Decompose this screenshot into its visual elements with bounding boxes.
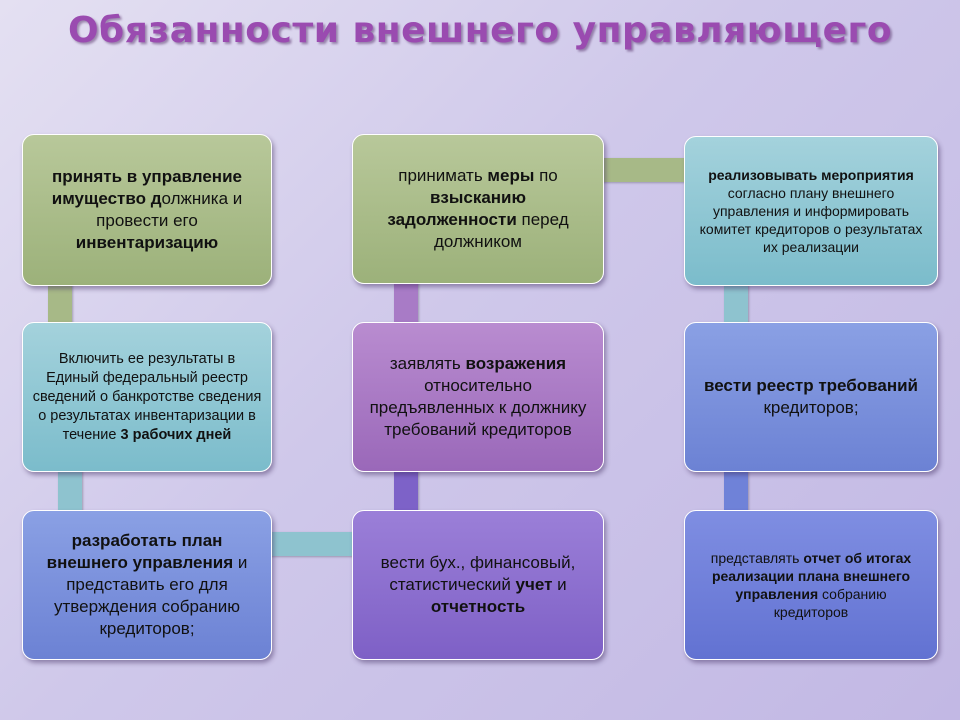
box-develop-plan-text: разработать план внешнего управления и п… bbox=[35, 530, 259, 640]
text: согласно плану внешнего управления и инф… bbox=[699, 185, 923, 255]
box-final-report: представлять отчет об итогах реализации … bbox=[684, 510, 938, 660]
box-debt-recovery: принимать меры по взысканию задолженност… bbox=[352, 134, 604, 284]
box-implement-measures-text: реализовывать мероприятия согласно плану… bbox=[695, 166, 927, 256]
text: кредиторов; bbox=[763, 398, 859, 417]
bold-text: меры bbox=[487, 166, 535, 185]
box-register-results: Включить ее результаты в Единый федераль… bbox=[22, 322, 272, 472]
bold-text: реализовывать мероприятия bbox=[708, 167, 914, 183]
connector-b3-b6 bbox=[268, 532, 358, 556]
text: перед должником bbox=[434, 210, 569, 251]
bold-text: учет bbox=[515, 575, 553, 594]
box-accept-property-text: принять в управление имущество должника … bbox=[35, 166, 259, 254]
bold-text: вести реестр требований bbox=[703, 376, 919, 395]
connector-b1-b2 bbox=[48, 280, 72, 330]
text: по bbox=[534, 166, 558, 185]
box-implement-measures: реализовывать мероприятия согласно плану… bbox=[684, 136, 938, 286]
bold-text: 3 рабочих дней bbox=[120, 426, 232, 443]
box-accounting-text: вести бух., финансовый, статистический у… bbox=[365, 552, 591, 618]
text: вести бух., финансовый, статистический bbox=[380, 553, 576, 594]
box-creditors-registry-text: вести реестр требований кредиторов; bbox=[697, 375, 925, 419]
bold-text: разработать план внешнего управления bbox=[46, 531, 234, 572]
box-creditors-registry: вести реестр требований кредиторов; bbox=[684, 322, 938, 472]
connector-b4-b7 bbox=[600, 158, 690, 182]
box-accounting: вести бух., финансовый, статистический у… bbox=[352, 510, 604, 660]
bold-text: отчетность bbox=[430, 597, 526, 616]
text: собранию кредиторов bbox=[773, 586, 887, 620]
bold-text: отчет об итогах реализации плана внешнег… bbox=[711, 550, 912, 602]
connector-b4-b5 bbox=[394, 280, 418, 328]
bold-text: инвентаризацию bbox=[75, 233, 219, 252]
bold-text: взысканию задолженности bbox=[387, 188, 527, 229]
text: представлять bbox=[710, 550, 804, 566]
text: принимать bbox=[398, 166, 488, 185]
connector-b2-b3 bbox=[58, 466, 82, 514]
connector-b8-b9 bbox=[724, 466, 748, 516]
bold-text: принять в управление bbox=[52, 167, 242, 186]
text: заявлять bbox=[389, 354, 466, 373]
box-debt-recovery-text: принимать меры по взысканию задолженност… bbox=[365, 165, 591, 253]
connector-b5-b6 bbox=[394, 468, 418, 516]
box-accept-property: принять в управление имущество должника … bbox=[22, 134, 272, 286]
text: и bbox=[552, 575, 567, 594]
bold-text: возражения bbox=[465, 354, 567, 373]
bold-text: имущество д bbox=[51, 189, 162, 208]
slide-title: Обязанности внешнего управляющего bbox=[67, 10, 893, 51]
text: олжника и провести его bbox=[96, 189, 243, 230]
box-develop-plan: разработать план внешнего управления и п… bbox=[22, 510, 272, 660]
box-register-results-text: Включить ее результаты в Единый федераль… bbox=[31, 350, 263, 445]
text: и представить его для утверждения собран… bbox=[53, 553, 248, 638]
box-objections: заявлять возражения относительно предъяв… bbox=[352, 322, 604, 472]
text: Включить ее результаты в Единый федераль… bbox=[32, 350, 262, 443]
text: относительно предъявленных к должнику тр… bbox=[369, 376, 587, 439]
box-objections-text: заявлять возражения относительно предъяв… bbox=[365, 353, 591, 441]
box-final-report-text: представлять отчет об итогах реализации … bbox=[697, 549, 925, 621]
